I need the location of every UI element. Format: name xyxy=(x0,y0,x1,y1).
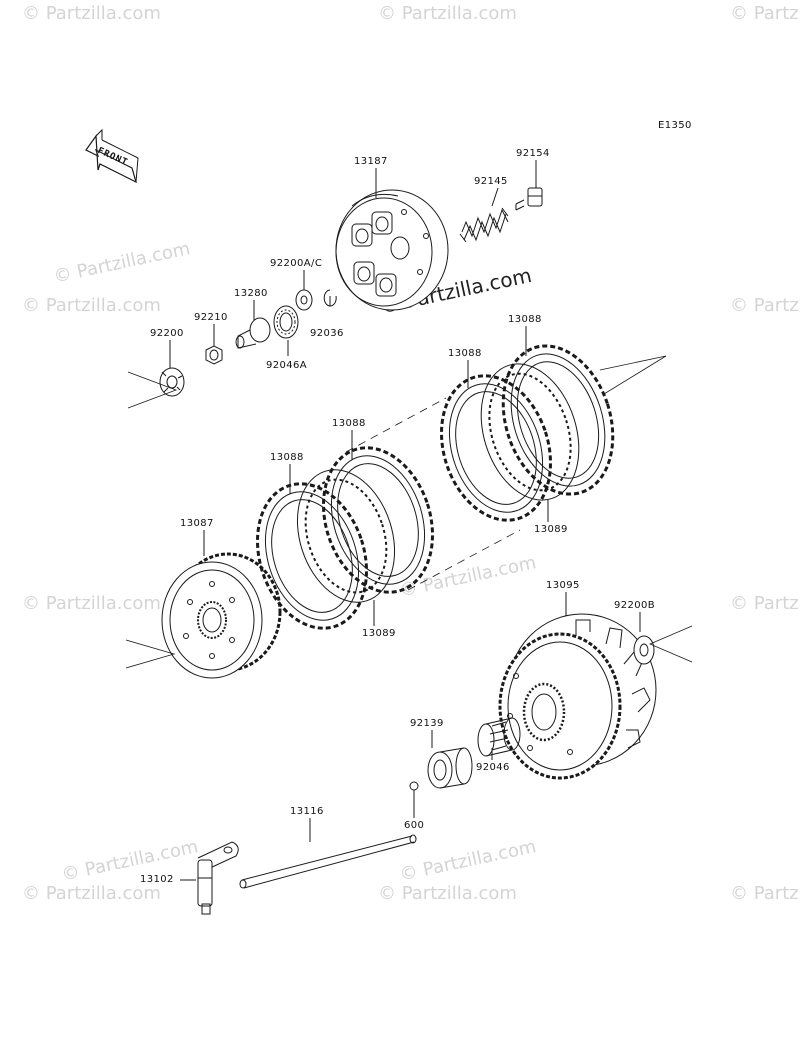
sleeve-92139 xyxy=(427,747,473,789)
watermark: © Partzilla.com xyxy=(378,883,517,904)
part-label-13088[interactable]: 13088 xyxy=(448,348,482,359)
nut-92210 xyxy=(205,345,223,365)
part-label-92200[interactable]: 92200 xyxy=(150,328,184,339)
part-label-13089[interactable]: 13089 xyxy=(534,524,568,535)
part-label-600[interactable]: 600 xyxy=(404,820,425,831)
watermark: © Partzilla.com xyxy=(730,295,800,316)
part-label-92046a[interactable]: 92046A xyxy=(266,360,308,371)
part-label-92139[interactable]: 92139 xyxy=(410,718,444,729)
part-label-13089[interactable]: 13089 xyxy=(362,628,396,639)
part-label-92046[interactable]: 92046 xyxy=(476,762,510,773)
friction-plate-13088-lower-left xyxy=(256,482,368,630)
part-label-92200ac[interactable]: 92200A/C xyxy=(270,258,323,269)
watermark: © Partzilla.com xyxy=(730,883,800,904)
watermark: © Partzilla.com xyxy=(22,883,161,904)
friction-plate-13088-upper-right xyxy=(501,344,615,496)
pusher-13280 xyxy=(235,317,271,349)
push-rod-13116 xyxy=(239,834,417,889)
watermark: © Partzilla.com xyxy=(730,3,800,24)
watermark: © Partzilla.com xyxy=(730,593,800,614)
part-label-13187[interactable]: 13187 xyxy=(354,156,388,167)
friction-plate-13088-upper-left xyxy=(440,374,552,522)
part-label-13088[interactable]: 13088 xyxy=(508,314,542,325)
part-label-13095[interactable]: 13095 xyxy=(546,580,580,591)
part-label-13102[interactable]: 13102 xyxy=(140,874,174,885)
circlip-92036 xyxy=(323,289,337,307)
pressure-plate-13187 xyxy=(335,189,449,311)
ball-600 xyxy=(409,781,419,791)
release-lever-13102 xyxy=(197,841,239,915)
part-label-13087[interactable]: 13087 xyxy=(180,518,214,529)
diagram-code: E1350 xyxy=(658,120,692,131)
front-arrow-icon xyxy=(85,128,139,184)
washer-92200ac xyxy=(295,289,313,311)
needle-bearing-92046 xyxy=(477,717,521,757)
part-label-92036[interactable]: 92036 xyxy=(310,328,344,339)
washer-92200b xyxy=(633,635,655,665)
watermark: © Partzilla.com xyxy=(378,3,517,24)
part-label-13116[interactable]: 13116 xyxy=(290,806,324,817)
bolt-92154 xyxy=(515,187,543,211)
watermark: © Partzilla.com xyxy=(22,295,161,316)
steel-plate-13089-lower xyxy=(296,469,396,603)
watermark: © Partzilla.com xyxy=(22,593,161,614)
part-label-13280[interactable]: 13280 xyxy=(234,288,268,299)
bearing-92046a xyxy=(273,305,299,339)
spring-92145 xyxy=(459,207,509,243)
part-label-92200b[interactable]: 92200B xyxy=(614,600,656,611)
watermark: © Partzilla.com xyxy=(22,3,161,24)
lock-washer-92200 xyxy=(159,367,185,397)
part-label-92210[interactable]: 92210 xyxy=(194,312,228,323)
part-label-13088[interactable]: 13088 xyxy=(270,452,304,463)
clutch-hub-13087 xyxy=(161,552,282,679)
part-label-13088[interactable]: 13088 xyxy=(332,418,366,429)
clutch-housing-13095 xyxy=(498,613,657,780)
part-label-92145[interactable]: 92145 xyxy=(474,176,508,187)
friction-plate-13088-lower-right xyxy=(322,446,434,594)
steel-plate-13089-upper xyxy=(480,363,580,501)
part-label-92154[interactable]: 92154 xyxy=(516,148,550,159)
